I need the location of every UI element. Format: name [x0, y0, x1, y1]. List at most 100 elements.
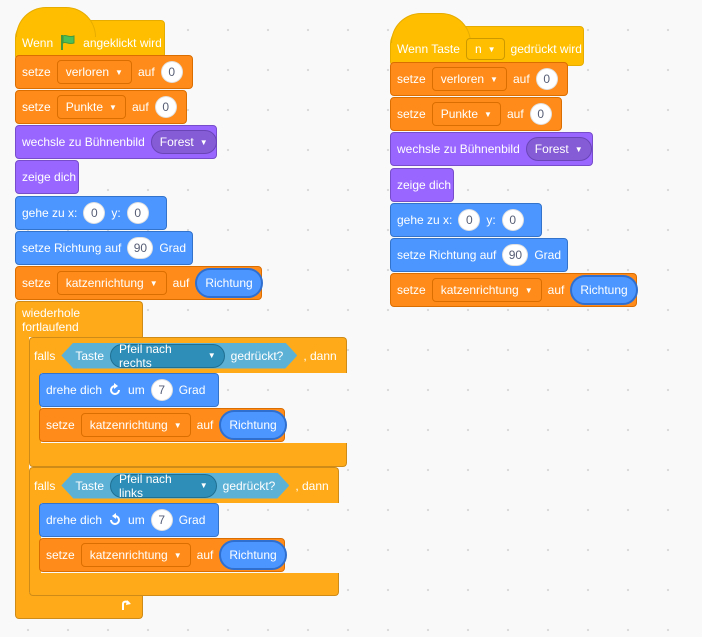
direction-unit: Grad	[159, 241, 186, 255]
backdrop-dropdown[interactable]: Forest▼	[150, 130, 217, 154]
chevron-down-icon: ▼	[207, 351, 216, 360]
turn-label: drehe dich	[46, 513, 103, 527]
forever-loop-bottom[interactable]	[15, 593, 143, 619]
backdrop-dropdown[interactable]: Forest▼	[525, 137, 592, 161]
value-input[interactable]: 0	[154, 96, 177, 118]
chevron-down-icon: ▼	[487, 44, 496, 54]
variable-dropdown[interactable]: katzenrichtung ▼	[431, 278, 542, 302]
to-label: auf	[506, 107, 524, 121]
then-label: , dann	[295, 478, 329, 493]
when-flag-clicked-block[interactable]: Wenn angeklickt wird	[15, 7, 165, 60]
set-label: setze	[22, 65, 51, 79]
direction-input[interactable]: 90	[502, 244, 529, 266]
goto-y-label: y:	[111, 206, 121, 220]
set-variable-block[interactable]: setze katzenrichtung▼ auf Richtung	[390, 273, 638, 307]
if-label: falls	[34, 478, 56, 493]
if-label: falls	[34, 348, 56, 363]
direction-reporter[interactable]: Richtung	[219, 410, 287, 440]
direction-label: setze Richtung auf	[22, 241, 122, 255]
set-variable-block[interactable]: setze Punkte▼ auf 0	[390, 97, 562, 131]
key-pressed-condition[interactable]: Taste Pfeil nach rechts▼ gedrückt?	[61, 343, 297, 369]
point-in-direction-block[interactable]: setze Richtung auf 90 Grad	[15, 231, 193, 265]
rotate-clockwise-icon	[108, 383, 122, 397]
key-name: n	[474, 42, 482, 56]
hat-bump	[16, 7, 96, 37]
value-input[interactable]: 0	[529, 103, 552, 125]
hat-prefix: Wenn Taste	[397, 42, 460, 56]
hat-bump	[391, 13, 471, 43]
degrees-input[interactable]: 7	[150, 379, 173, 401]
backdrop-label: wechsle zu Bühnenbild	[397, 142, 520, 156]
show-label: zeige dich	[397, 178, 452, 192]
set-variable-block[interactable]: setze katzenrichtung▼ auf Richtung	[15, 266, 263, 300]
value-input[interactable]: 0	[160, 61, 183, 83]
direction-input[interactable]: 90	[127, 237, 154, 259]
variable-name: katzenrichtung	[89, 418, 168, 432]
value-input[interactable]: 0	[535, 68, 558, 90]
then-label: , dann	[303, 348, 337, 363]
forever-loop-block[interactable]: wiederhole fortlaufend	[15, 301, 143, 337]
variable-dropdown[interactable]: Punkte▼	[56, 95, 126, 119]
by-label: um	[128, 513, 145, 527]
show-block[interactable]: zeige dich	[390, 168, 454, 202]
switch-backdrop-block[interactable]: wechsle zu Bühnenbild Forest▼	[390, 132, 593, 166]
direction-reporter[interactable]: Richtung	[195, 268, 263, 298]
degrees-unit: Grad	[178, 383, 206, 397]
switch-backdrop-block[interactable]: wechsle zu Bühnenbild Forest▼	[15, 125, 217, 159]
x-input[interactable]: 0	[83, 202, 106, 224]
hat-prefix: Wenn	[22, 36, 54, 50]
forever-label: wiederhole fortlaufend	[22, 305, 81, 334]
if-block-right[interactable]: falls Taste Pfeil nach rechts▼ gedrückt?…	[29, 337, 347, 373]
variable-name: katzenrichtung	[440, 283, 519, 297]
set-variable-block[interactable]: setze verloren▼ auf 0	[390, 62, 568, 96]
key-label: Taste	[75, 478, 105, 493]
y-input[interactable]: 0	[501, 209, 524, 231]
set-label: setze	[22, 100, 51, 114]
hat-suffix: angeklickt wird	[83, 36, 162, 50]
variable-name: katzenrichtung	[89, 548, 168, 562]
go-to-xy-block[interactable]: gehe zu x: 0 y: 0	[390, 203, 542, 237]
key-pressed-condition[interactable]: Taste Pfeil nach links▼ gedrückt?	[61, 473, 289, 499]
chevron-down-icon: ▼	[490, 74, 498, 84]
key-dropdown[interactable]: Pfeil nach links▼	[110, 474, 217, 498]
variable-dropdown[interactable]: verloren▼	[431, 67, 507, 91]
point-in-direction-block[interactable]: setze Richtung auf 90 Grad	[390, 238, 568, 272]
go-to-xy-block[interactable]: gehe zu x: 0 y: 0	[15, 196, 167, 230]
when-key-pressed-block[interactable]: Wenn Taste n ▼ gedrückt wird	[390, 13, 584, 66]
variable-name: Punkte	[440, 107, 479, 121]
set-label: setze	[397, 107, 426, 121]
goto-x-label: gehe zu x:	[397, 213, 453, 227]
set-variable-block[interactable]: setze katzenrichtung▼ auf Richtung	[39, 538, 287, 572]
set-label: setze	[46, 418, 75, 432]
key-dropdown[interactable]: n ▼	[465, 38, 505, 60]
chevron-down-icon: ▼	[524, 285, 533, 295]
variable-dropdown[interactable]: Punkte▼	[431, 102, 501, 126]
green-flag-icon	[59, 33, 77, 54]
key-dropdown[interactable]: Pfeil nach rechts▼	[110, 344, 225, 368]
set-label: setze	[46, 548, 75, 562]
turn-right-block[interactable]: drehe dich um 7 Grad	[39, 373, 219, 407]
turn-label: drehe dich	[46, 383, 103, 397]
goto-y-label: y:	[486, 213, 496, 227]
set-variable-block[interactable]: setze verloren▼ auf 0	[15, 55, 193, 89]
turn-left-block[interactable]: drehe dich um 7 Grad	[39, 503, 219, 537]
variable-dropdown[interactable]: katzenrichtung▼	[80, 543, 191, 567]
to-label: auf	[131, 100, 149, 114]
variable-dropdown[interactable]: katzenrichtung▼	[56, 271, 167, 295]
y-input[interactable]: 0	[126, 202, 149, 224]
direction-reporter[interactable]: Richtung	[570, 275, 638, 305]
set-variable-block[interactable]: setze katzenrichtung▼ auf Richtung	[39, 408, 287, 442]
if-block-left[interactable]: falls Taste Pfeil nach links▼ gedrückt? …	[29, 467, 339, 503]
variable-dropdown[interactable]: verloren▼	[56, 60, 132, 84]
show-block[interactable]: zeige dich	[15, 160, 79, 194]
variable-dropdown[interactable]: katzenrichtung▼	[80, 413, 191, 437]
set-variable-block[interactable]: setze Punkte▼ auf 0	[15, 90, 187, 124]
x-input[interactable]: 0	[458, 209, 481, 231]
chevron-down-icon: ▼	[199, 137, 208, 147]
pressed-label: gedrückt?	[230, 348, 284, 363]
backdrop-label: wechsle zu Bühnenbild	[22, 135, 145, 149]
degrees-input[interactable]: 7	[150, 509, 173, 531]
chevron-down-icon: ▼	[115, 67, 123, 77]
chevron-down-icon: ▼	[109, 102, 117, 112]
direction-reporter[interactable]: Richtung	[219, 540, 287, 570]
